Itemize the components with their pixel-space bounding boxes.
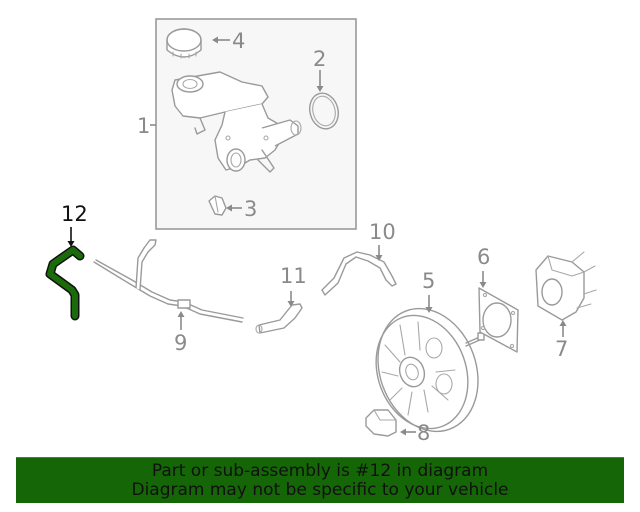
callout-2[interactable]: 2 — [313, 47, 326, 71]
part-5-brake-booster[interactable]: 5 — [361, 269, 495, 446]
part-1-master-cylinder[interactable] — [171, 71, 302, 173]
part-4-reservoir-cap[interactable]: 4 — [166, 28, 245, 59]
part-8-connector[interactable]: 8 — [365, 409, 430, 445]
callout-5[interactable]: 5 — [422, 269, 435, 293]
part-10-hose[interactable]: 10 — [321, 220, 397, 296]
callout-3[interactable]: 3 — [244, 197, 257, 221]
callout-6[interactable]: 6 — [477, 245, 490, 269]
part-3-plug[interactable]: 3 — [208, 195, 257, 221]
part-7-spacer[interactable]: 7 — [535, 251, 597, 361]
part-12-hose-highlighted[interactable]: 12 — [45, 202, 88, 321]
part-11-hose[interactable]: 11 — [255, 264, 307, 334]
part-info-banner: Part or sub-assembly is #12 in diagram D… — [16, 457, 624, 503]
callout-12[interactable]: 12 — [61, 202, 88, 226]
part-6-gasket[interactable]: 6 — [477, 245, 519, 353]
callout-8[interactable]: 8 — [417, 421, 430, 445]
banner-disclaimer: Diagram may not be specific to your vehi… — [131, 479, 509, 500]
banner-part-notice: Part or sub-assembly is #12 in diagram — [151, 460, 489, 481]
callout-11[interactable]: 11 — [280, 264, 307, 288]
callout-1[interactable]: 1 — [137, 114, 150, 138]
callout-7[interactable]: 7 — [555, 337, 568, 361]
part-9-brake-line[interactable]: 9 — [93, 239, 244, 355]
callout-10[interactable]: 10 — [369, 220, 396, 244]
callout-4[interactable]: 4 — [232, 29, 245, 53]
part-2-o-ring[interactable]: 2 — [306, 47, 342, 132]
callout-9[interactable]: 9 — [174, 331, 187, 355]
